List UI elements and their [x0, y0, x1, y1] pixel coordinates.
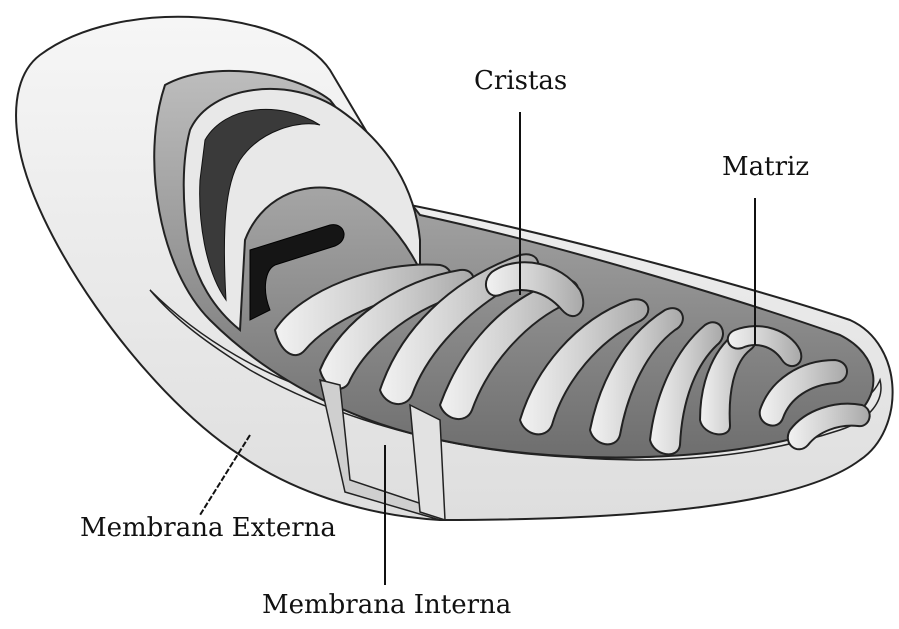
label-matriz: Matriz [722, 154, 809, 180]
label-membrana-externa: Membrana Externa [80, 515, 336, 541]
label-cristas: Cristas [474, 68, 567, 94]
label-membrana-interna: Membrana Interna [262, 592, 511, 618]
